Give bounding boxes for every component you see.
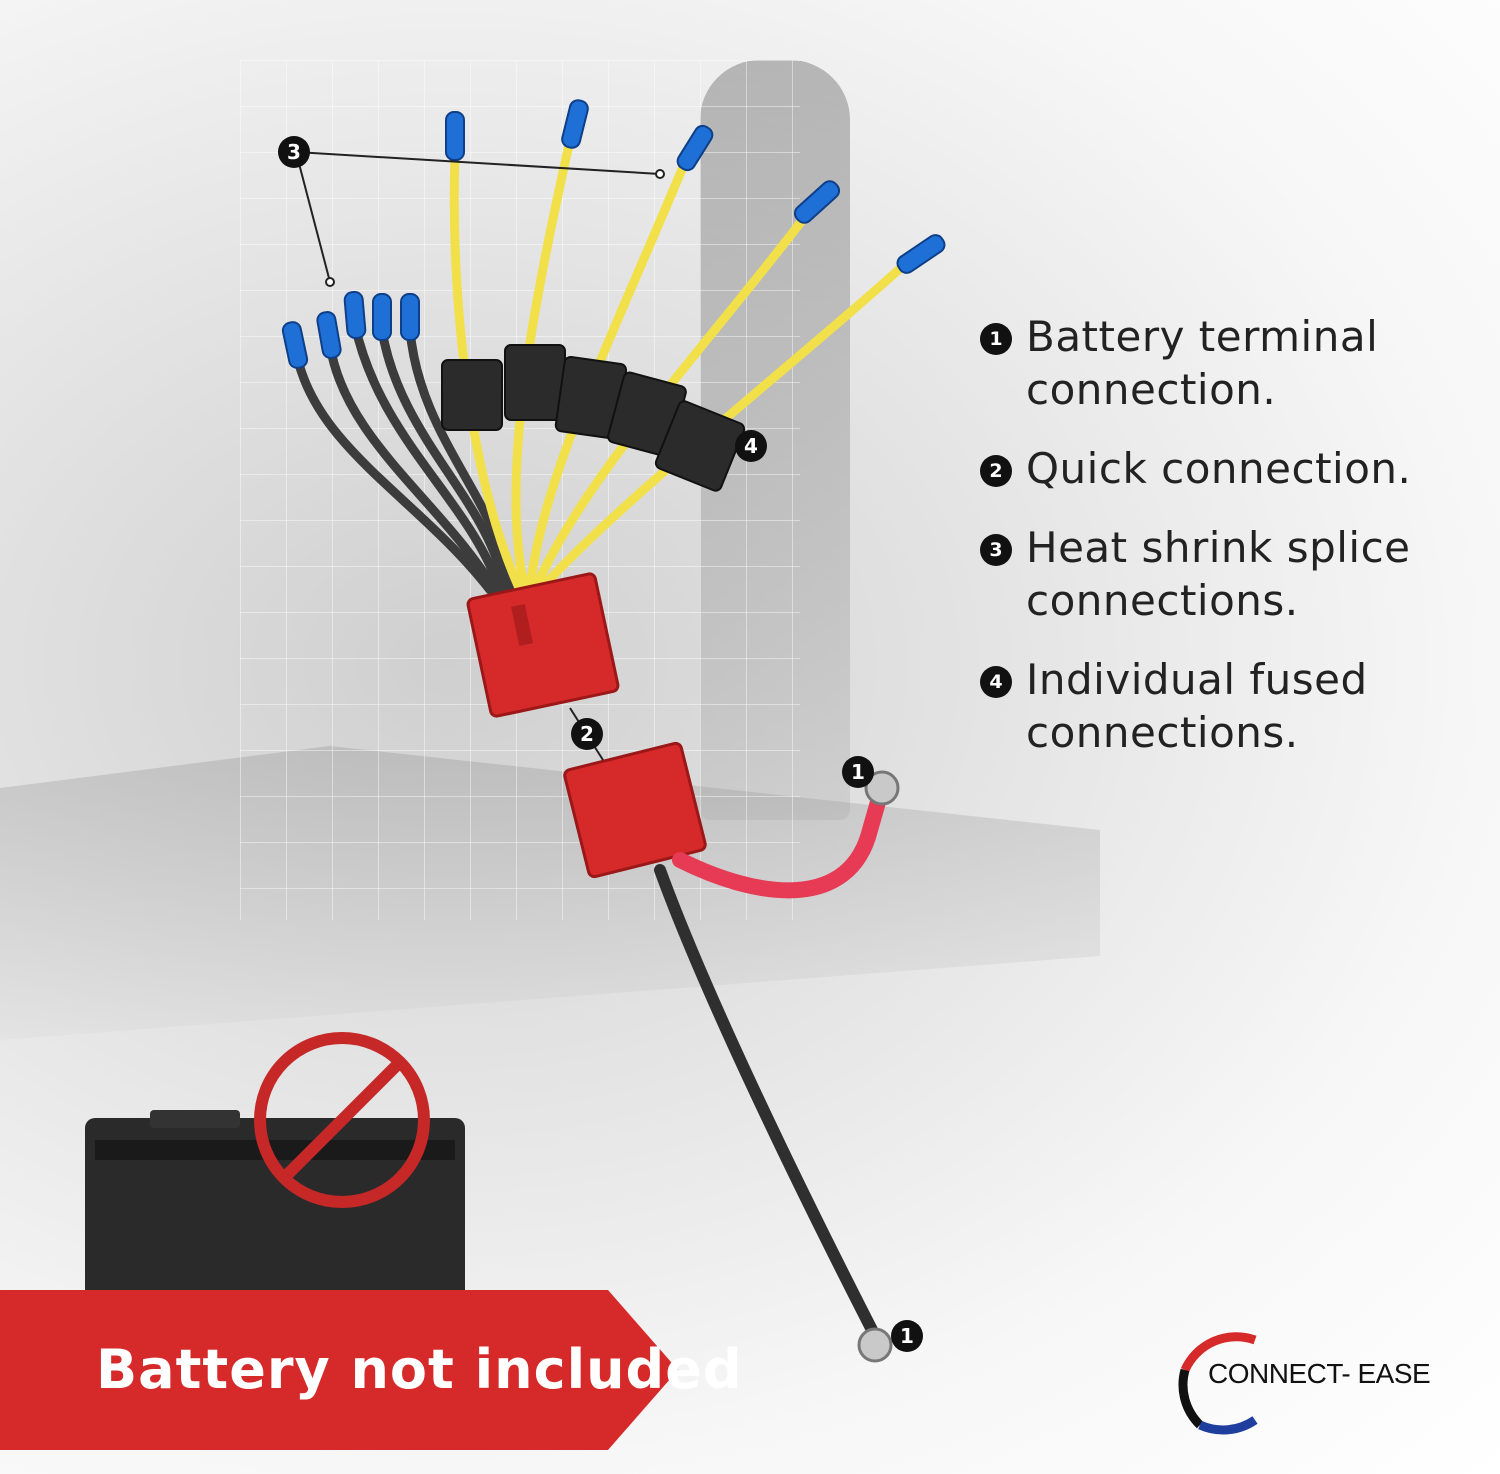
battery-image xyxy=(85,1110,465,1338)
callout-3-label: 3 xyxy=(287,140,301,164)
ring-terminals xyxy=(857,770,900,1363)
lower-anderson-connector xyxy=(563,741,707,879)
callout-badge-2: 2 xyxy=(571,718,603,750)
callout-badge-1-top: 1 xyxy=(842,756,874,788)
callout-badge-4: 4 xyxy=(735,430,767,462)
feature-number-badge: 4 xyxy=(980,666,1012,698)
feature-list: 1 Battery terminal connection. 2 Quick c… xyxy=(980,310,1480,785)
callout-4-label: 4 xyxy=(744,434,758,458)
callout-1-bottom-label: 1 xyxy=(900,1324,914,1348)
feature-number-badge: 3 xyxy=(980,534,1012,566)
callout-badge-3: 3 xyxy=(278,136,310,168)
feature-number-badge: 2 xyxy=(980,455,1012,487)
splice-terminals-large xyxy=(445,99,946,274)
feature-item: 3 Heat shrink splice connections. xyxy=(980,521,1480,627)
feature-item: 1 Battery terminal connection. xyxy=(980,310,1480,416)
upper-anderson-connector xyxy=(466,572,620,718)
callout-badge-1-bottom: 1 xyxy=(891,1320,923,1352)
connect-ease-logo-text: CONNECT- EASE xyxy=(1208,1358,1431,1389)
fuse-holders xyxy=(441,344,746,492)
feature-item: 4 Individual fused connections. xyxy=(980,653,1480,759)
feature-number-badge: 1 xyxy=(980,323,1012,355)
banner-shape xyxy=(0,1290,678,1450)
red-battery-cable xyxy=(672,787,888,899)
battery-not-included-banner-text: Battery not included xyxy=(96,1338,743,1401)
feature-text: Heat shrink splice connections. xyxy=(1026,523,1411,625)
callout-2-label: 2 xyxy=(580,722,594,746)
feature-item: 2 Quick connection. xyxy=(980,442,1480,495)
splice-terminals-small xyxy=(281,290,420,369)
feature-text: Quick connection. xyxy=(1026,444,1412,493)
black-battery-cable xyxy=(654,864,878,1336)
callout-1-top-label: 1 xyxy=(851,760,865,784)
no-symbol-icon xyxy=(254,1032,430,1208)
feature-text: Individual fused connections. xyxy=(1026,655,1368,757)
connect-ease-logo-icon xyxy=(1178,1332,1258,1435)
feature-text: Battery terminal connection. xyxy=(1026,312,1379,414)
callout-3-leaders xyxy=(295,151,665,287)
